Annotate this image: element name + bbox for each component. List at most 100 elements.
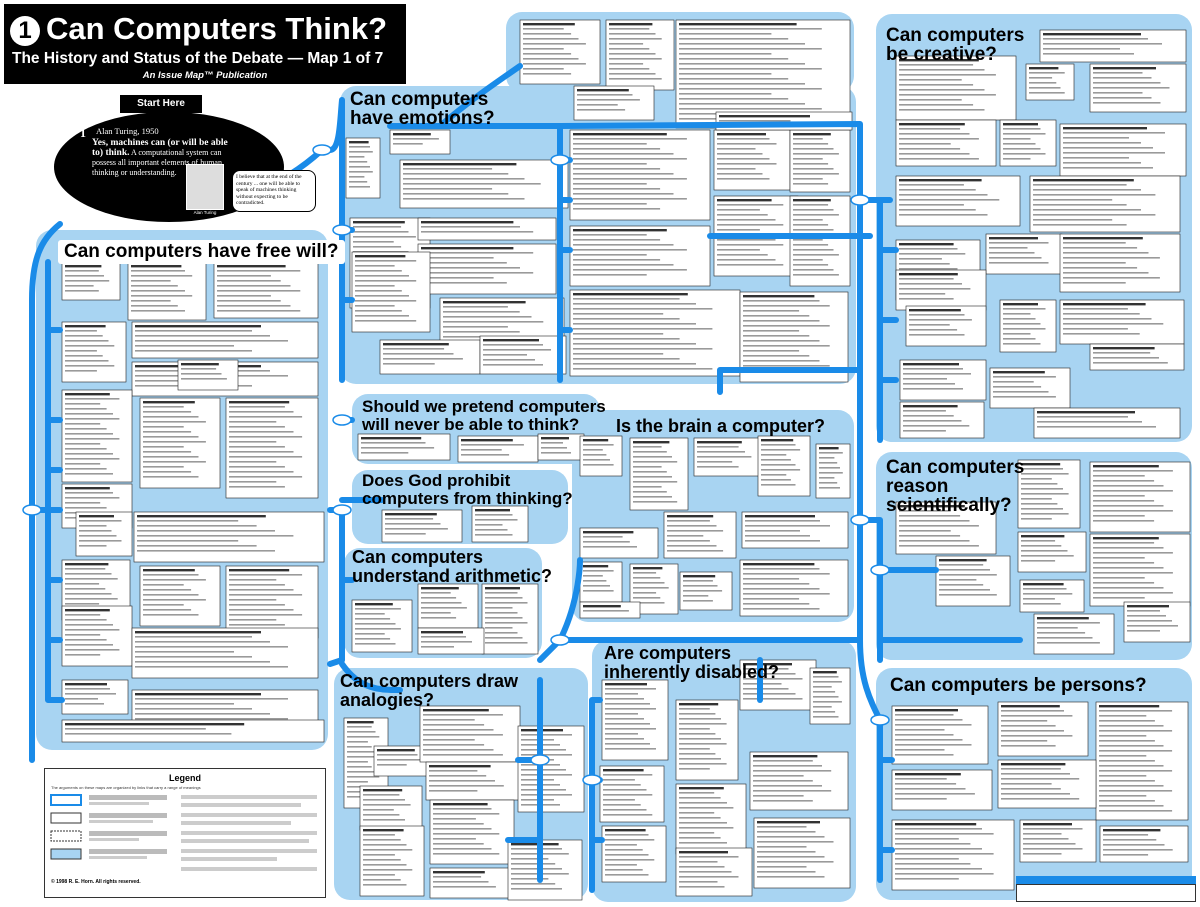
argument-box[interactable] xyxy=(61,389,133,483)
argument-box[interactable] xyxy=(905,305,987,347)
flow-junction-node[interactable] xyxy=(850,514,870,526)
argument-box[interactable] xyxy=(579,527,659,559)
flow-junction-node[interactable] xyxy=(332,504,352,516)
argument-box[interactable] xyxy=(1033,613,1115,655)
argument-box[interactable] xyxy=(989,367,1071,409)
argument-box[interactable] xyxy=(1089,461,1191,533)
argument-box[interactable] xyxy=(809,667,851,725)
argument-box[interactable] xyxy=(1059,123,1187,177)
argument-box[interactable] xyxy=(61,321,127,383)
argument-box[interactable] xyxy=(741,511,849,549)
argument-box[interactable] xyxy=(579,601,641,619)
argument-box[interactable] xyxy=(599,765,665,823)
argument-box[interactable] xyxy=(519,19,601,85)
argument-box[interactable] xyxy=(1059,299,1185,345)
argument-box[interactable] xyxy=(579,561,623,603)
argument-box[interactable] xyxy=(935,555,1011,607)
argument-box[interactable] xyxy=(177,359,239,391)
argument-box[interactable] xyxy=(1025,63,1075,101)
argument-box[interactable] xyxy=(537,433,585,461)
argument-box[interactable] xyxy=(517,725,585,813)
argument-box[interactable] xyxy=(351,599,413,653)
argument-box[interactable] xyxy=(139,397,221,489)
argument-box[interactable] xyxy=(61,719,325,743)
argument-box[interactable] xyxy=(1017,531,1087,573)
argument-box[interactable] xyxy=(679,571,733,611)
argument-box[interactable] xyxy=(213,261,319,319)
argument-box[interactable] xyxy=(381,509,463,543)
argument-box[interactable] xyxy=(389,129,451,155)
argument-box[interactable] xyxy=(457,435,539,463)
argument-box[interactable] xyxy=(1017,459,1081,529)
argument-box[interactable] xyxy=(675,19,851,129)
argument-box[interactable] xyxy=(789,129,851,193)
argument-box[interactable] xyxy=(605,19,675,91)
argument-box[interactable] xyxy=(891,769,993,811)
argument-box[interactable] xyxy=(61,679,129,715)
argument-box[interactable] xyxy=(569,225,711,287)
argument-box[interactable] xyxy=(999,299,1057,353)
argument-box[interactable] xyxy=(1059,233,1181,293)
argument-box[interactable] xyxy=(379,339,481,375)
argument-box[interactable] xyxy=(225,565,319,639)
argument-box[interactable] xyxy=(891,819,1015,891)
argument-box[interactable] xyxy=(895,55,1017,121)
argument-box[interactable] xyxy=(985,233,1063,275)
argument-box[interactable] xyxy=(895,269,987,311)
argument-box[interactable] xyxy=(899,359,987,401)
argument-box[interactable] xyxy=(693,437,765,477)
argument-box[interactable] xyxy=(1089,343,1185,371)
argument-box[interactable] xyxy=(359,825,425,897)
argument-box[interactable] xyxy=(749,751,849,811)
argument-box[interactable] xyxy=(351,251,431,333)
argument-box[interactable] xyxy=(675,847,753,897)
flow-junction-node[interactable] xyxy=(22,504,42,516)
argument-box[interactable] xyxy=(569,289,741,377)
argument-box[interactable] xyxy=(573,85,655,121)
argument-box[interactable] xyxy=(1019,579,1085,613)
argument-box[interactable] xyxy=(429,799,515,865)
flow-junction-node[interactable] xyxy=(582,774,602,786)
flow-junction-node[interactable] xyxy=(530,754,550,766)
argument-box[interactable] xyxy=(359,785,423,831)
flow-junction-node[interactable] xyxy=(850,194,870,206)
argument-box[interactable] xyxy=(675,699,739,781)
argument-box[interactable] xyxy=(713,129,791,191)
start-claim-node[interactable]: 1 Alan Turing, 1950 Yes, machines can (o… xyxy=(54,112,284,222)
argument-box[interactable] xyxy=(739,559,849,617)
argument-box[interactable] xyxy=(753,817,851,889)
argument-box[interactable] xyxy=(417,583,479,629)
argument-box[interactable] xyxy=(1089,63,1187,113)
argument-box[interactable] xyxy=(1089,533,1191,607)
flow-junction-node[interactable] xyxy=(312,144,332,156)
argument-box[interactable] xyxy=(417,627,485,655)
argument-box[interactable] xyxy=(481,583,539,655)
argument-box[interactable] xyxy=(417,217,557,241)
argument-box[interactable] xyxy=(579,435,623,477)
argument-box[interactable] xyxy=(629,437,689,511)
argument-box[interactable] xyxy=(345,137,381,199)
argument-box[interactable] xyxy=(997,701,1089,757)
argument-box[interactable] xyxy=(997,759,1097,809)
argument-box[interactable] xyxy=(479,335,567,375)
argument-box[interactable] xyxy=(1123,601,1191,643)
argument-box[interactable] xyxy=(789,195,851,287)
argument-box[interactable] xyxy=(895,119,997,167)
argument-box[interactable] xyxy=(663,511,737,559)
flow-junction-node[interactable] xyxy=(870,564,890,576)
argument-box[interactable] xyxy=(507,839,583,901)
argument-box[interactable] xyxy=(899,401,985,439)
flow-junction-node[interactable] xyxy=(870,714,890,726)
argument-box[interactable] xyxy=(675,783,747,855)
argument-box[interactable] xyxy=(895,501,997,555)
argument-box[interactable] xyxy=(891,705,989,765)
argument-box[interactable] xyxy=(127,261,207,321)
argument-box[interactable] xyxy=(139,565,221,627)
flow-junction-node[interactable] xyxy=(550,154,570,166)
argument-box[interactable] xyxy=(1039,29,1187,63)
argument-box[interactable] xyxy=(1095,701,1189,821)
argument-box[interactable] xyxy=(471,505,529,543)
argument-box[interactable] xyxy=(225,397,319,499)
argument-box[interactable] xyxy=(429,867,511,899)
argument-box[interactable] xyxy=(399,159,569,209)
